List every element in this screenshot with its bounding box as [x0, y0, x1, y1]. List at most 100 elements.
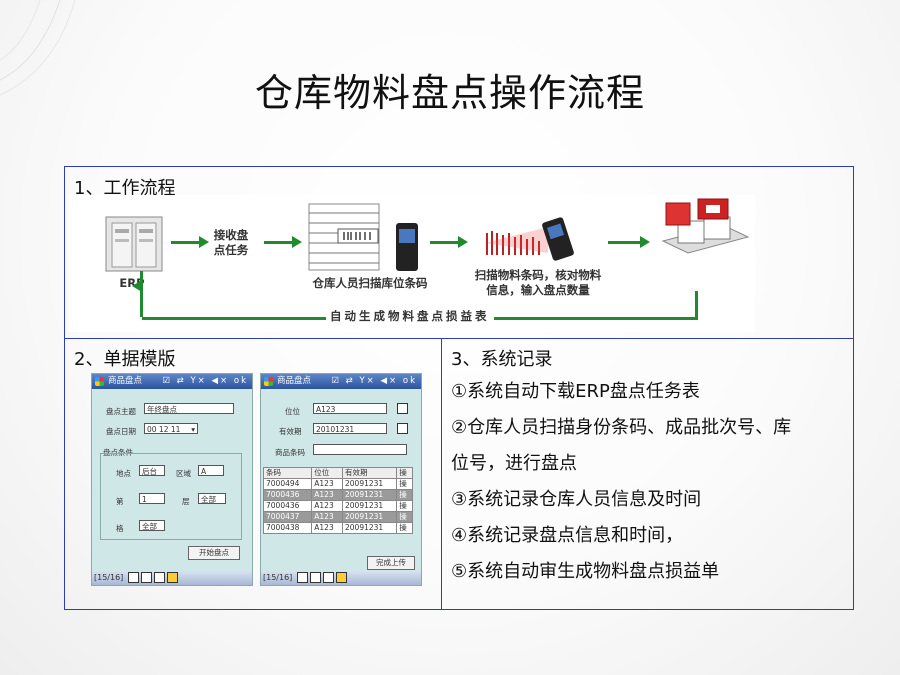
workflow-diagram: ERP 接收盘 点任务 仓库人员扫描库位条码	[68, 195, 755, 332]
start-inventory-button[interactable]: 开始盘点	[188, 546, 240, 560]
record-item-2: ②仓库人员扫描身份条码、成品批次号、库	[451, 417, 792, 438]
step-scan-location: 仓库人员扫描库位条码	[312, 276, 428, 290]
toolbar-edit-icon[interactable]	[127, 572, 139, 583]
return-label: 自动生成物料盘点损益表	[326, 308, 494, 324]
record-item-2-cont: 位号，进行盘点	[451, 453, 577, 474]
workflow-title: 1、工作流程	[74, 178, 176, 199]
pda1-title: 商品盘点	[108, 376, 143, 386]
windows-start-icon[interactable]	[264, 377, 273, 386]
flow-arrow-4	[608, 236, 650, 248]
valid-field[interactable]: 20101231	[313, 423, 387, 434]
grid-cell: 20091231	[341, 478, 398, 490]
return-arrow-head	[132, 280, 142, 292]
grid-cell: 20091231	[341, 489, 398, 501]
date-field[interactable]: 00 12 11▾	[144, 423, 198, 434]
grid-cell: 7000437	[262, 511, 313, 523]
grid-cell: 7000436	[262, 489, 313, 501]
shelf-field[interactable]: 全部	[139, 520, 165, 531]
finish-upload-button[interactable]: 完成上传	[367, 556, 415, 570]
grid-cell: 操	[396, 500, 413, 512]
grid-cell: A123	[311, 478, 343, 490]
grid-cell: 20091231	[341, 522, 398, 534]
area-label: 地点	[116, 469, 131, 478]
warehouse-boxes-icon	[661, 198, 750, 254]
grid-cell: A123	[311, 500, 343, 512]
step-receive-task: 接收盘 点任务	[213, 228, 249, 257]
date-label: 盘点日期	[106, 427, 136, 436]
windows-start-icon[interactable]	[95, 377, 104, 386]
grid-cell: 20091231	[341, 500, 398, 512]
grid-cell: A123	[311, 489, 343, 501]
grid-cell: 操	[396, 467, 413, 479]
toolbar-tool-icon[interactable]	[166, 572, 178, 583]
grid-cell: 条码	[262, 467, 313, 479]
layer-label: 层	[182, 497, 190, 506]
records-title: 3、系统记录	[451, 349, 553, 370]
toolbar-list-icon[interactable]	[309, 572, 321, 583]
main-label: 盘点主题	[106, 407, 136, 416]
loc-lookup-icon[interactable]	[397, 403, 408, 414]
location-barcode-icon	[308, 203, 418, 271]
grid-cell: 操	[396, 478, 413, 490]
area-field[interactable]: 后台	[139, 465, 165, 476]
flow-arrow-1	[171, 236, 209, 248]
page-indicator: [15/16]	[263, 573, 293, 582]
grid-cell: 7000436	[262, 500, 313, 512]
grid-cell: 7000494	[262, 478, 313, 490]
toolbar-save-icon[interactable]	[153, 572, 165, 583]
record-item-3: ③系统记录仓库人员信息及时间	[451, 489, 702, 510]
toolbar-tool-icon[interactable]	[335, 572, 347, 583]
step-scan-material: 扫描物料条码，核对物料 信息，输入盘点数量	[474, 268, 602, 297]
valid-label: 有效期	[279, 427, 302, 436]
grid-cell: 操	[396, 489, 413, 501]
grid-cell: 有效期	[341, 467, 398, 479]
row-label: 第	[116, 497, 124, 506]
loc-field[interactable]: A123	[313, 403, 387, 414]
grid-cell: 位位	[311, 467, 343, 479]
flow-arrow-3	[430, 236, 468, 248]
zone-field[interactable]: A	[198, 465, 224, 476]
page-indicator: [15/16]	[94, 573, 124, 582]
grid-cell: 20091231	[341, 511, 398, 523]
prod-label: 商品条码	[275, 448, 305, 457]
shelf-label: 格	[116, 524, 124, 533]
corner-decoration	[0, 0, 76, 96]
valid-lookup-icon[interactable]	[397, 423, 408, 434]
grid-cell: A123	[311, 522, 343, 534]
status-icons[interactable]: ☑ ⇄ Y× ◀× ok	[162, 376, 248, 386]
pda-screen-inventory-scan: 商品盘点 ☑ ⇄ Y× ◀× ok 位位 A123 有效期 20101231 商…	[260, 373, 422, 586]
material-scan-icon	[485, 217, 574, 261]
main-field[interactable]: 年终盘点	[144, 403, 234, 414]
row-field[interactable]: 1	[139, 493, 165, 504]
record-item-5: ⑤系统自动审生成物料盘点损益单	[451, 561, 720, 582]
cond-label: 盘点条件	[103, 448, 133, 457]
content-frame	[64, 166, 854, 610]
grid-cell: 7000438	[262, 522, 313, 534]
record-item-4: ④系统记录盘点信息和时间，	[451, 525, 684, 546]
layer-field[interactable]: 全部	[198, 493, 226, 504]
pda-screen-inventory-setup: 商品盘点 ☑ ⇄ Y× ◀× ok 盘点主题 年终盘点 盘点日期 00 12 1…	[91, 373, 253, 586]
prod-barcode-field[interactable]	[313, 444, 407, 455]
grid-cell: A123	[311, 511, 343, 523]
condition-group	[100, 453, 242, 540]
grid-cell: 操	[396, 522, 413, 534]
toolbar-save-icon[interactable]	[322, 572, 334, 583]
zone-label: 区域	[176, 469, 191, 478]
loc-label: 位位	[285, 407, 300, 416]
status-icons[interactable]: ☑ ⇄ Y× ◀× ok	[331, 376, 417, 386]
grid-cell: 操	[396, 511, 413, 523]
slide-title: 仓库物料盘点操作流程	[254, 71, 645, 115]
pda2-title: 商品盘点	[277, 376, 312, 386]
chevron-down-icon: ▾	[191, 425, 195, 434]
erp-server-icon	[105, 216, 163, 272]
toolbar-list-icon[interactable]	[140, 572, 152, 583]
toolbar-edit-icon[interactable]	[296, 572, 308, 583]
templates-title: 2、单据模版	[74, 349, 176, 370]
grid-header-row: 条码位位有效期操	[262, 467, 413, 479]
